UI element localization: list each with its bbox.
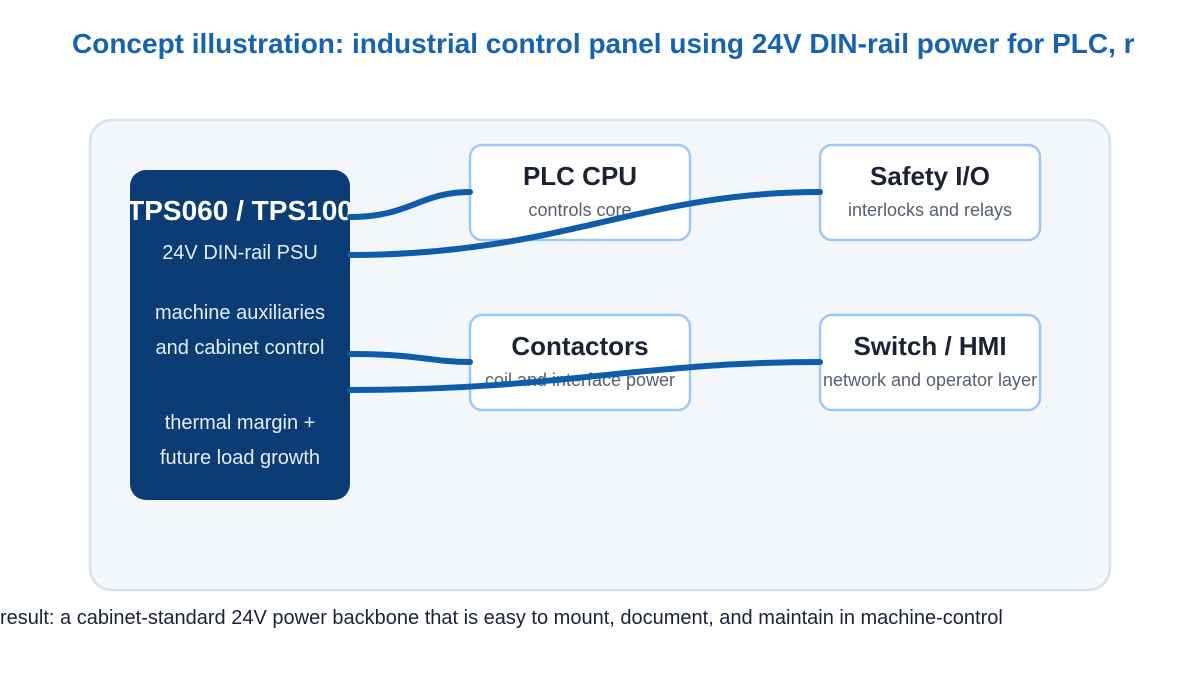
psu-line-4: future load growth bbox=[160, 447, 320, 469]
psu-line-1: machine auxiliaries bbox=[155, 302, 325, 324]
node-switch: Switch / HMI network and operator layer bbox=[818, 313, 1042, 412]
diagram-title: Concept illustration: industrial control… bbox=[72, 28, 1135, 59]
wire-to-switch bbox=[347, 359, 823, 393]
wire-to-contactors bbox=[347, 351, 473, 365]
wire-to-plc bbox=[347, 189, 473, 220]
node-plc-title: PLC CPU bbox=[523, 161, 637, 191]
psu-line-3: thermal margin + bbox=[165, 412, 316, 434]
node-safety-subtitle: interlocks and relays bbox=[848, 200, 1012, 220]
diagram-footer: result: a cabinet-standard 24V power bac… bbox=[0, 607, 1003, 629]
node-switch-title: Switch / HMI bbox=[853, 331, 1006, 361]
node-contactors-box bbox=[468, 313, 692, 412]
node-safety-title: Safety I/O bbox=[870, 161, 990, 191]
node-switch-subtitle: network and operator layer bbox=[823, 370, 1037, 390]
psu-block: TPS060 / TPS100 24V DIN-rail PSU machine… bbox=[127, 170, 353, 500]
node-safety: Safety I/O interlocks and relays bbox=[818, 143, 1042, 242]
psu-box bbox=[130, 170, 350, 500]
psu-line-2: and cabinet control bbox=[155, 337, 324, 359]
node-plc-subtitle: controls core bbox=[528, 200, 631, 220]
psu-name: TPS060 / TPS100 bbox=[127, 195, 353, 226]
node-switch-box bbox=[818, 313, 1042, 412]
node-contactors-title: Contactors bbox=[511, 331, 648, 361]
power-wires bbox=[347, 189, 823, 393]
psu-subtitle: 24V DIN-rail PSU bbox=[162, 242, 318, 264]
wire-to-safety bbox=[347, 189, 823, 258]
node-safety-box bbox=[818, 143, 1042, 242]
node-contactors: Contactors coil and interface power bbox=[468, 313, 692, 412]
